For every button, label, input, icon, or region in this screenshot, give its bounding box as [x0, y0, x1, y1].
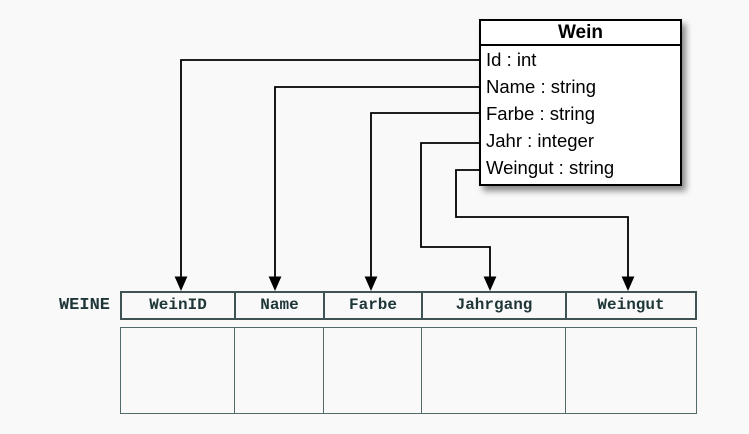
connector-id-to-weinid [180, 59, 482, 277]
arrowhead-weinid-icon [174, 276, 188, 291]
class-attribute-list: Id : int Name : string Farbe : string Ja… [481, 46, 680, 181]
arrowhead-name-icon [268, 276, 282, 291]
connector-jahr-to-jahrgang [420, 142, 491, 277]
class-attribute-farbe: Farbe : string [486, 103, 595, 124]
class-attribute-jahr: Jahr : integer [486, 130, 594, 151]
arrowhead-farbe-icon [364, 276, 378, 291]
table-body-cell [121, 328, 235, 413]
table-body-row [120, 327, 697, 414]
table-column-name: Name [236, 293, 325, 318]
table-name-label: WEINE [58, 296, 110, 315]
table-column-jahrgang: Jahrgang [423, 293, 567, 318]
table-body-cell [235, 328, 324, 413]
connector-weingut-to-weingut [455, 169, 629, 277]
arrowhead-jahrgang-icon [483, 276, 497, 291]
class-attribute-name: Name : string [486, 76, 597, 97]
table-body-cell [566, 328, 696, 413]
arrowhead-weingut-icon [621, 276, 635, 291]
table-body-cell [422, 328, 566, 413]
table-column-weingut: Weingut [597, 296, 665, 314]
class-title: Wein [481, 21, 680, 46]
connector-farbe-to-farbe [370, 112, 482, 277]
table-body-cell [324, 328, 422, 413]
class-attribute-id: Id : int [486, 49, 537, 70]
connector-name-to-name [274, 86, 482, 277]
table-column-farbe: Farbe [325, 293, 423, 318]
table-header-row: WeinID Name Farbe Jahrgang Weingut [120, 291, 697, 320]
class-box-wein: Wein Id : int Name : string Farbe : stri… [479, 19, 682, 186]
class-attribute-weingut: Weingut : string [486, 157, 615, 178]
table-column-weinid: WeinID [122, 293, 236, 318]
